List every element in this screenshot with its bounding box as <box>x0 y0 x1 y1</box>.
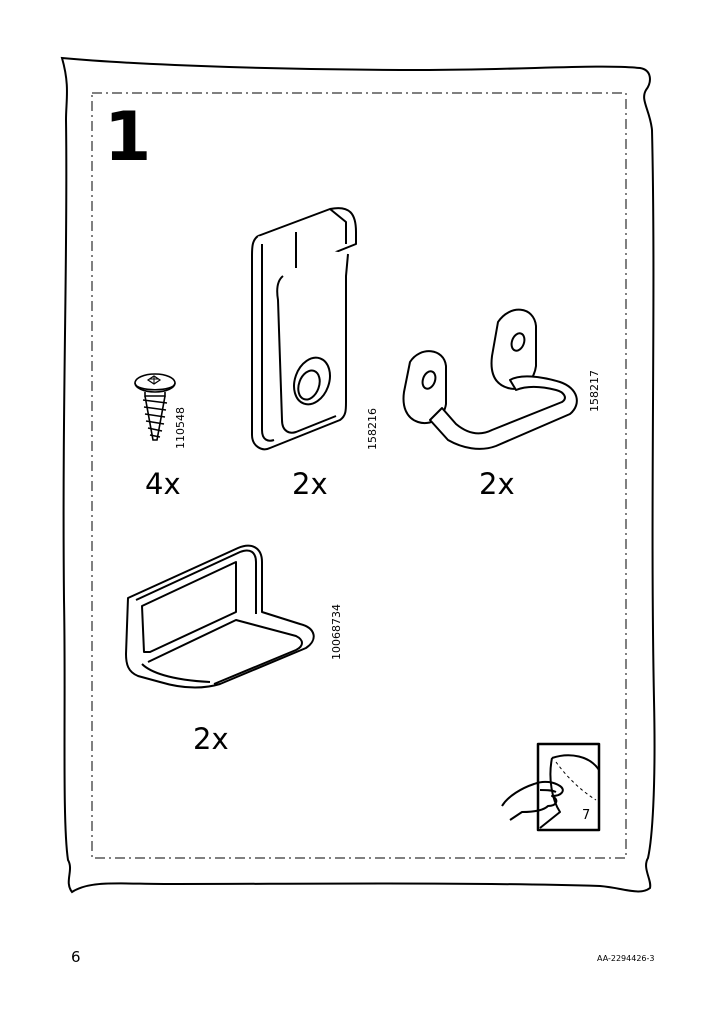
screw-quantity: 4x <box>145 467 181 501</box>
panel-dash-border <box>91 92 627 859</box>
hanging-bracket-part-number: 158216 <box>366 408 379 450</box>
document-id: AA-2294426-3 <box>597 954 655 963</box>
hook-bracket-icon <box>251 207 357 451</box>
u-handle-part-number: 158217 <box>588 370 601 412</box>
screw-part-number: 110548 <box>174 407 187 449</box>
screw-icon <box>134 373 176 441</box>
u-handle-quantity: 2x <box>479 467 515 501</box>
turn-page-hand-icon <box>501 742 601 832</box>
hanging-bracket-quantity: 2x <box>292 467 328 501</box>
step-number: 1 <box>104 98 152 177</box>
l-bracket-icon <box>125 544 315 689</box>
l-bracket-quantity: 2x <box>193 722 229 756</box>
panel-outline <box>60 56 656 894</box>
reference-page-number: 7 <box>582 808 591 823</box>
l-bracket-part-number: 10068734 <box>330 604 343 660</box>
page-number: 6 <box>71 948 81 966</box>
u-handle-icon <box>402 308 578 450</box>
